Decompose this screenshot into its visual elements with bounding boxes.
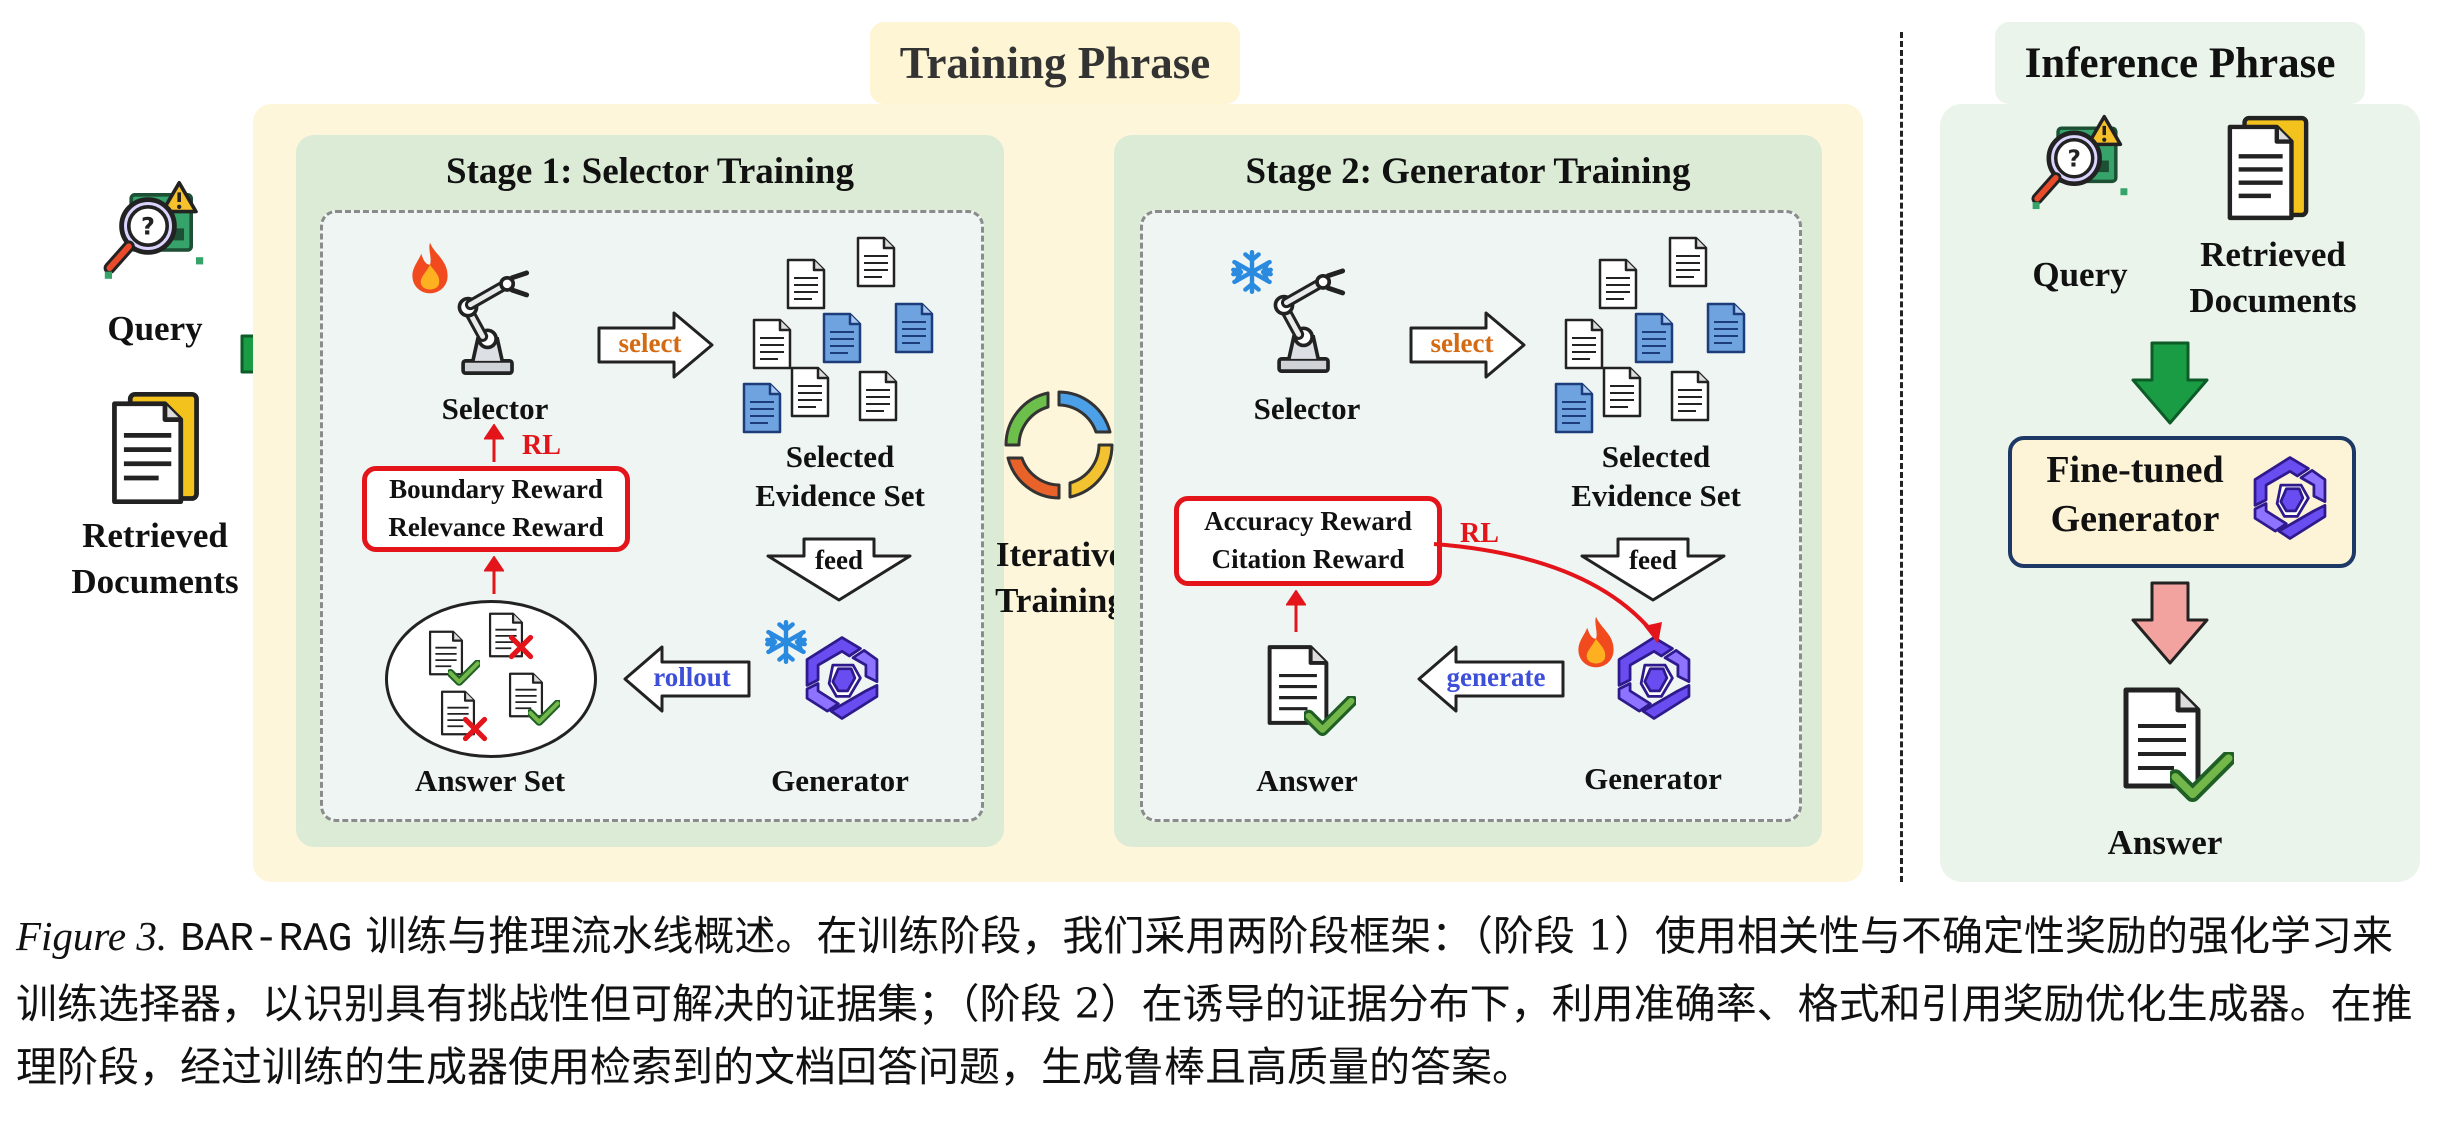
docs-line2: Documents (71, 561, 239, 601)
cross-icon (462, 716, 488, 742)
query-magnifier-icon (100, 178, 208, 286)
evidence-line2: Evidence Set (1571, 477, 1741, 513)
stage2-generator-label: Generator (1584, 761, 1722, 796)
evidence-line1: Selected (1601, 439, 1711, 474)
stage1-reward-box: Boundary Reward Relevance Reward (362, 466, 630, 552)
document-icon (858, 370, 898, 422)
figure-caption: Figure 3. BAR-RAG 训练与推理流水线概述。在训练阶段，我们采用两… (16, 905, 2431, 1100)
stage2-feed-label: feed (1629, 545, 1677, 575)
stage1-select-label: select (618, 328, 682, 358)
select-arrow (1409, 311, 1526, 379)
reward-line2: Relevance Reward (388, 512, 604, 542)
input-documents-label: Retrieved Documents (40, 513, 270, 604)
stage1-rl-label: RL (522, 430, 561, 461)
check-icon (2170, 752, 2234, 802)
document-icon (1634, 312, 1674, 364)
evidence-line1: Selected (785, 439, 895, 474)
robot-arm-icon (440, 268, 540, 378)
check-icon (1304, 696, 1356, 736)
stage2-rl-curve-arrow (1433, 542, 1662, 644)
stage2-rl-label: RL (1460, 518, 1499, 549)
inference-documents-label: Retrieved Documents (2158, 232, 2388, 323)
document-icon (1554, 382, 1594, 434)
stage2-up-arrow (1286, 590, 1306, 632)
document-icon (1564, 318, 1604, 370)
select-arrow (597, 311, 714, 379)
caption-figure-label: Figure 3. (16, 913, 168, 959)
stage2-evidence-label: Selected Evidence Set (1536, 438, 1776, 516)
ft-line2: Generator (2050, 497, 2220, 540)
cross-icon (508, 634, 534, 660)
feed-arrow (1580, 537, 1726, 602)
document-icon (742, 382, 782, 434)
fine-tuned-generator-label: Fine-tuned Generator (2020, 446, 2250, 543)
document-icon (790, 366, 830, 418)
robot-arm-icon (1256, 266, 1356, 376)
stage1-up-arrow-bottom (484, 556, 504, 594)
inference-query-label: Query (2032, 255, 2128, 294)
document-icon (1670, 370, 1710, 422)
stage1-rollout-label: rollout (653, 662, 731, 692)
document-icon (108, 388, 203, 508)
ft-line1: Fine-tuned (2046, 449, 2224, 491)
rollout-arrow (623, 645, 751, 713)
stage1-answer-set-label: Answer Set (414, 763, 566, 798)
caption-text: 训练与推理流水线概述。在训练阶段，我们采用两阶段框架：（阶段 1）使用相关性与不… (16, 912, 2413, 1092)
document-icon (2224, 112, 2312, 224)
iterative-line2: Training (995, 580, 1125, 620)
stage1-evidence-label: Selected Evidence Set (720, 438, 960, 516)
docs-line1: Retrieved (2200, 235, 2346, 274)
document-icon (1598, 258, 1638, 310)
stage2-generate-label: generate (1446, 662, 1546, 692)
phase-divider (1900, 32, 1903, 882)
iterative-line1: Iterative (995, 535, 1125, 574)
stage1-selector-label: Selector (441, 391, 549, 426)
inference-down-arrow-pink (2131, 581, 2209, 665)
check-icon (528, 700, 560, 726)
stage1-title: Stage 1: Selector Training (446, 151, 854, 192)
query-magnifier-icon (2028, 112, 2132, 216)
document-icon (1706, 302, 1746, 354)
iterative-training-label: Iterative Training (975, 532, 1145, 623)
document-icon (894, 302, 934, 354)
document-icon (752, 318, 792, 370)
generate-arrow (1417, 645, 1565, 713)
document-icon (856, 236, 896, 288)
reward-line2: Citation Reward (1211, 544, 1405, 574)
docs-line1: Retrieved (82, 516, 228, 555)
document-icon (1668, 236, 1708, 288)
caption-method-name: BAR-RAG (180, 917, 353, 963)
training-title: Training Phrase (870, 22, 1240, 104)
generator-logo-icon (2244, 452, 2336, 544)
cycle-icon (1004, 390, 1114, 500)
reward-line1: Accuracy Reward (1204, 506, 1412, 537)
check-icon (448, 660, 480, 686)
reward-line1: Boundary Reward (389, 474, 603, 505)
stage1-generator-label: Generator (771, 763, 909, 798)
stage2-selector-label: Selector (1253, 391, 1361, 426)
document-icon (1602, 366, 1642, 418)
stage2-title: Stage 2: Generator Training (1245, 151, 1691, 192)
document-icon (822, 312, 862, 364)
inference-title: Inference Phrase (1995, 22, 2365, 104)
stage2-reward-box: Accuracy Reward Citation Reward (1174, 496, 1442, 586)
stage1-feed-label: feed (815, 545, 863, 575)
feed-arrow (766, 537, 912, 602)
stage2-answer-label: Answer (1256, 763, 1358, 798)
stage2-select-label: select (1430, 328, 1494, 358)
evidence-line2: Evidence Set (755, 477, 925, 513)
input-query-label: Query (107, 309, 203, 348)
inference-down-arrow (2131, 341, 2209, 425)
document-icon (786, 258, 826, 310)
docs-line2: Documents (2189, 280, 2357, 320)
generator-logo-icon (796, 632, 888, 724)
stage1-up-arrow-top (484, 424, 504, 462)
inference-answer-label: Answer (2107, 823, 2223, 862)
